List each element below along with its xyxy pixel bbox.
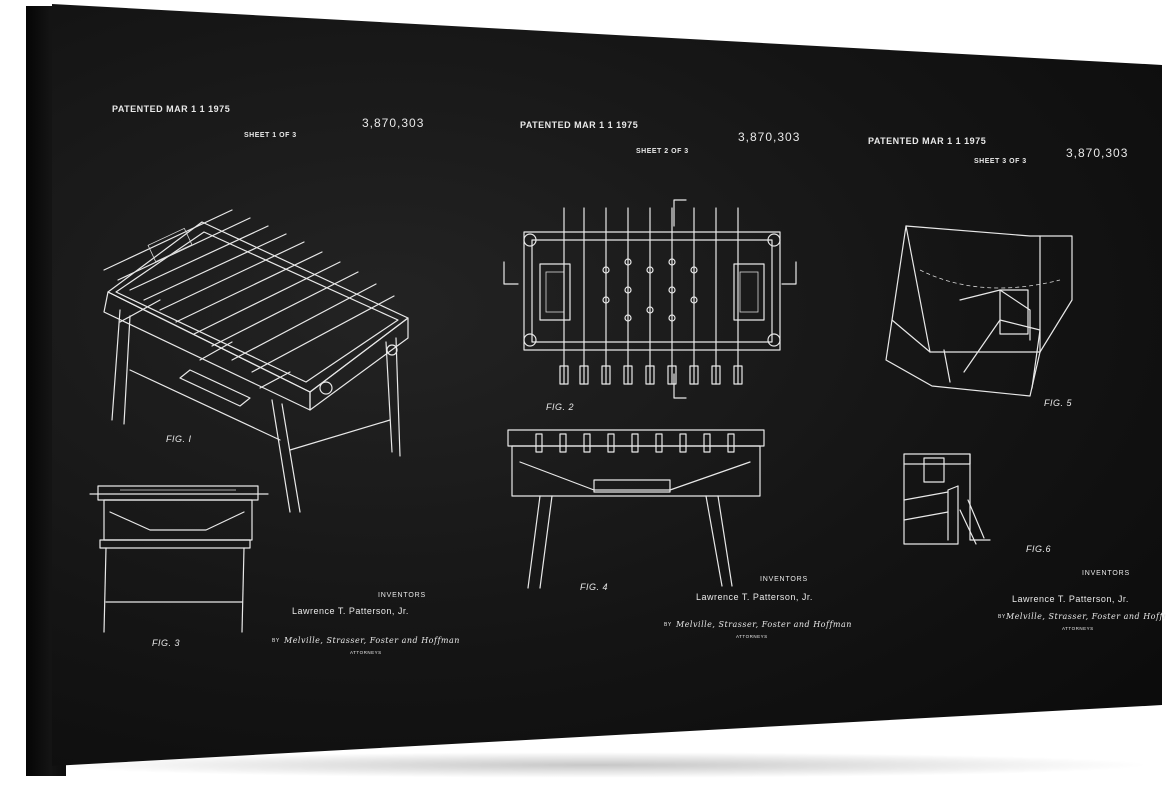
sheet2-sheet-number: SHEET 2 OF 3 [636,148,689,155]
sheet3-inventor-name: Lawrence T. Patterson, Jr. [1012,594,1129,604]
sheet2-patented-date: PATENTED MAR 1 1 1975 [520,120,639,130]
fig5-goal-corner-drawing [885,225,1073,397]
sheet3-attorneys-signature: Melville, Strasser, Foster and Hoffman [1006,612,1166,621]
chalkboard-canvas [52,4,1162,766]
sheet2-attorneys-signature: Melville, Strasser, Foster and Hoffman [676,620,852,629]
fig1-foosball-table-drawing [103,209,409,513]
sheet1-inventors-label: INVENTORS [378,592,426,599]
sheet1-inventor-name: Lawrence T. Patterson, Jr. [292,606,409,616]
sheet2-inventors-label: INVENTORS [760,576,808,583]
sheet2-patent-number: 3,870,303 [738,130,801,144]
sheet1-patent-number: 3,870,303 [362,116,425,130]
fig1-rods [103,209,395,389]
sheet3-inventors-label: INVENTORS [1082,570,1130,577]
fig4-front-section-drawing [507,429,765,589]
sheet3-patented-date: PATENTED MAR 1 1 1975 [868,136,987,146]
fig3-side-section-drawing [89,485,269,633]
sheet3-by-label: BY [998,614,1006,620]
sheet1-by-label: BY [272,638,280,644]
sheet1-fig1-label: FIG. I [166,434,192,444]
sheet2-inventor-name: Lawrence T. Patterson, Jr. [696,592,813,602]
sheet2-by-label: BY [664,622,672,628]
sheet2-fig4-label: FIG. 4 [580,582,609,592]
sheet1-patented-date: PATENTED MAR 1 1 1975 [112,104,231,114]
sheet3-fig6-label: FIG.6 [1026,544,1052,554]
canvas-shadow [44,752,1154,778]
fig2-rods [563,207,739,385]
sheet2-fig2-label: FIG. 2 [546,402,575,412]
fig2-players [559,258,743,385]
sheet3-sheet-number: SHEET 3 OF 3 [974,158,1027,165]
sheet1-attorneys-signature: Melville, Strasser, Foster and Hoffman [284,636,460,645]
fig6-corner-detail-drawing [903,453,991,545]
sheet1-fig3-label: FIG. 3 [152,638,181,648]
sheet1-sheet-number: SHEET 1 OF 3 [244,132,297,139]
sheet3-patent-number: 3,870,303 [1066,146,1129,160]
fig2-top-view-drawing [503,199,797,399]
sheet2-attorneys-label: ATTORNEYS [736,634,768,639]
sheet1-attorneys-label: ATTORNEYS [350,650,382,655]
fig4-player-figures [535,433,735,453]
sheet3-attorneys-label: ATTORNEYS [1062,626,1094,631]
sheet3-fig5-label: FIG. 5 [1044,398,1073,408]
